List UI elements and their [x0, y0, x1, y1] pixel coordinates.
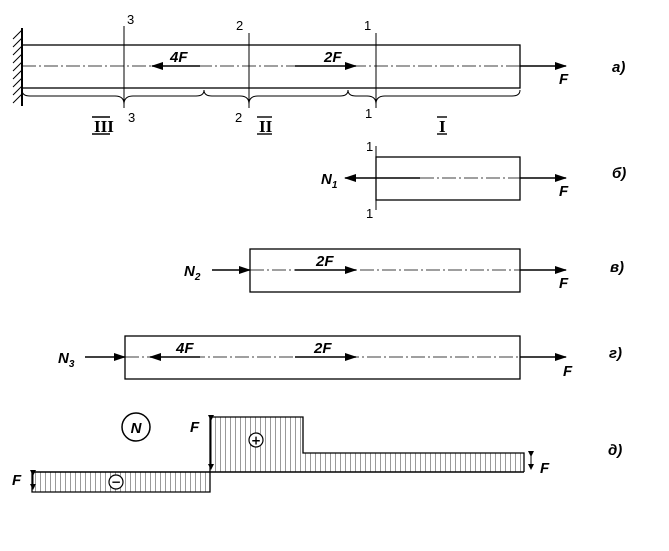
label-f-right: F — [540, 460, 550, 477]
part-label-v: в) — [610, 259, 624, 276]
label-n2: N2 — [184, 263, 201, 283]
section-1-b-top: 1 — [366, 139, 373, 154]
label-2f-a: 2F — [323, 49, 342, 66]
section-1-b-bottom: 1 — [366, 206, 373, 221]
part-d-axial-force-diagram: F F F + − N д) — [12, 412, 622, 493]
part-b-section: 1 1 N1 F б) — [321, 139, 626, 221]
label-f-positive: F — [190, 419, 200, 436]
label-f-a: F — [559, 71, 569, 88]
label-n3: N3 — [58, 350, 75, 370]
segment-label-I: I — [439, 117, 446, 136]
part-a-beam: 3 2 1 3 2 1 4F 2F F III II I а) — [12, 12, 625, 136]
plus-sign: + — [251, 434, 261, 448]
section-3-bottom: 3 — [128, 110, 135, 125]
segment-label-III: III — [94, 117, 114, 136]
section-2-top: 2 — [236, 18, 243, 33]
part-v-section: N2 2F F в) — [184, 248, 624, 293]
part-label-a: а) — [612, 59, 625, 76]
label-n1: N1 — [321, 171, 338, 191]
label-2f-v: 2F — [315, 253, 334, 270]
minus-sign: − — [111, 475, 121, 489]
label-f-b: F — [559, 183, 569, 200]
part-g-section: N3 4F 2F F г) — [58, 335, 622, 380]
label-f-g: F — [563, 363, 573, 380]
section-1-top: 1 — [364, 18, 371, 33]
positive-region-low-fill — [303, 453, 524, 472]
segment-label-II: II — [259, 117, 273, 136]
beam-v — [249, 248, 521, 293]
plus-sign-circle — [248, 432, 264, 448]
diagram-outline — [31, 416, 525, 493]
label-f-negative: F — [12, 472, 22, 489]
wall-hatching — [12, 29, 23, 104]
part-label-d: д) — [608, 442, 622, 459]
part-label-g: г) — [609, 345, 622, 362]
label-4f-g: 4F — [175, 340, 194, 357]
section-1-bottom: 1 — [365, 106, 372, 121]
section-3-top: 3 — [127, 12, 134, 27]
part-label-b: б) — [612, 165, 626, 182]
label-2f-g: 2F — [313, 340, 332, 357]
n-diagram-marker-circle — [121, 412, 151, 442]
minus-sign-circle — [108, 474, 124, 490]
n-diagram-marker: N — [131, 420, 143, 437]
section-2-bottom: 2 — [235, 110, 242, 125]
segment-braces — [21, 89, 521, 105]
label-4f-a: 4F — [169, 49, 188, 66]
label-f-v: F — [559, 275, 569, 292]
beam-a — [21, 44, 521, 89]
